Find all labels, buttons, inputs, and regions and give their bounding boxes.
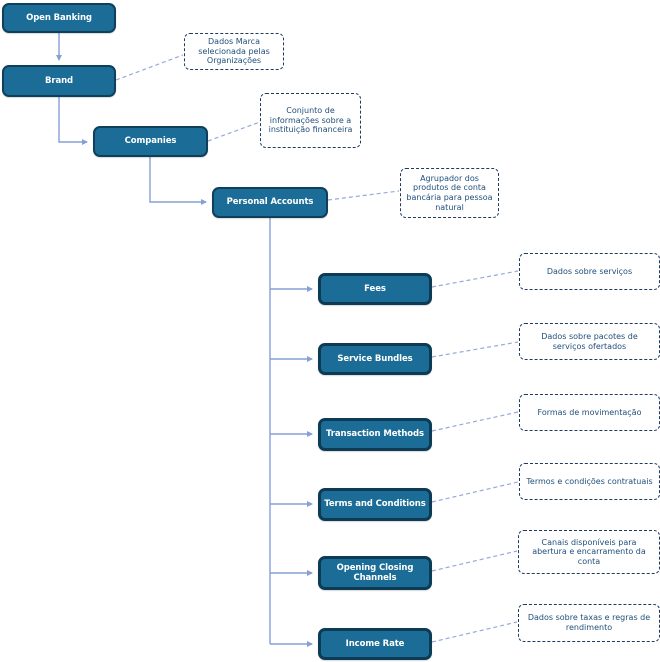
node-income-rate[interactable]: Income Rate — [318, 628, 432, 660]
note-fees: Dados sobre serviços — [519, 253, 660, 290]
note-connector-fees — [431, 270, 519, 288]
note-income-rate: Dados sobre taxas e regras de rendimento — [518, 604, 660, 642]
note-brand: Dados Marca selecionada pelas Organizaçõ… — [184, 33, 284, 70]
note-opening-closing-channels: Canais disponíveis para abertura e encar… — [518, 530, 660, 574]
note-connector-income-rate — [431, 621, 518, 643]
node-companies[interactable]: Companies — [93, 126, 208, 157]
note-connector-brand — [115, 54, 184, 81]
note-connector-companies — [207, 121, 261, 142]
note-terms-and-conditions: Termos e condições contratuais — [519, 463, 660, 500]
note-connector-service-bundles — [431, 341, 519, 358]
node-fees[interactable]: Fees — [318, 273, 432, 305]
note-personal-accounts: Agrupador dos produtos de conta bancária… — [400, 168, 499, 218]
note-connector-transaction-methods — [431, 411, 519, 432]
note-connector-terms — [431, 481, 519, 503]
note-transaction-methods: Formas de movimentação — [519, 394, 660, 431]
note-service-bundles: Dados sobre pacotes de serviços ofertado… — [519, 323, 660, 360]
node-transaction-methods[interactable]: Transaction Methods — [318, 418, 432, 451]
connector-brand-companies — [58, 97, 88, 145]
note-connector-personal — [327, 190, 400, 201]
node-terms-and-conditions[interactable]: Terms and Conditions — [318, 488, 432, 521]
note-companies: Conjunto de informações sobre a institui… — [260, 93, 361, 148]
note-connector-opening-closing — [431, 550, 518, 572]
connector-companies-personal — [149, 157, 207, 205]
node-brand[interactable]: Brand — [2, 65, 116, 97]
node-personal-accounts[interactable]: Personal Accounts — [212, 187, 328, 218]
node-open-banking[interactable]: Open Banking — [2, 3, 116, 33]
node-opening-closing-channels[interactable]: Opening Closing Channels — [318, 556, 432, 590]
node-service-bundles[interactable]: Service Bundles — [318, 343, 432, 375]
